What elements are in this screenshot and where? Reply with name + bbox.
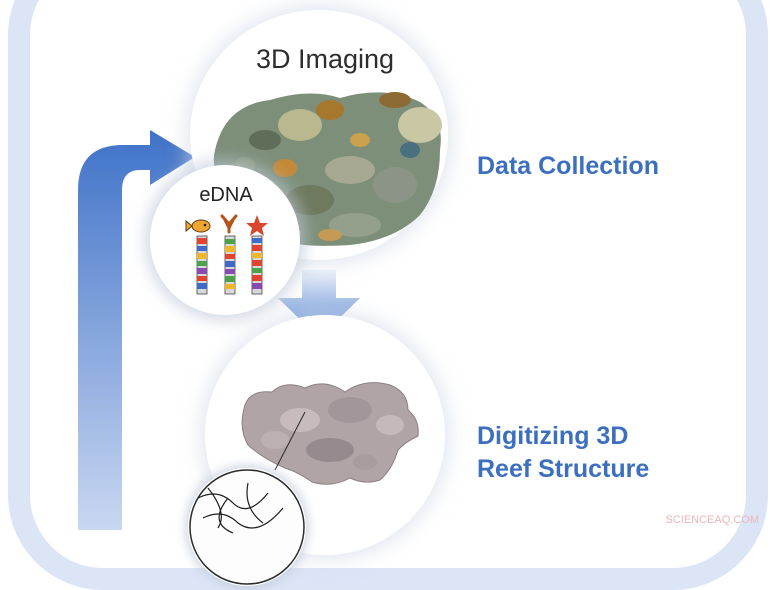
zoom-line (274, 411, 306, 471)
microscope-detail (188, 468, 306, 586)
watermark: SCIENCEAQ.COM (665, 514, 759, 526)
coral-icon (220, 214, 238, 234)
digitizing-label-line1: Digitizing 3D (477, 422, 629, 450)
fish-icon (185, 219, 211, 233)
cycle-arrow-shaft (78, 130, 195, 530)
reef-3d-model (241, 382, 419, 485)
edna-illustration (185, 214, 268, 295)
dna-strand-icon (196, 235, 263, 295)
imaging-title: 3D Imaging (255, 44, 395, 74)
down-arrow (278, 270, 360, 338)
cycle-arrow (78, 130, 360, 530)
edna-title: eDNA (199, 184, 253, 206)
starfish-icon (246, 215, 268, 236)
digitizing-label-line2: Reef Structure (477, 455, 650, 483)
digitizing-label: Digitizing 3D Reef Structure (477, 420, 649, 486)
data-collection-label: Data Collection (477, 152, 659, 180)
diagram-canvas: 3D Imaging Data Collection eDNA (8, 0, 768, 590)
